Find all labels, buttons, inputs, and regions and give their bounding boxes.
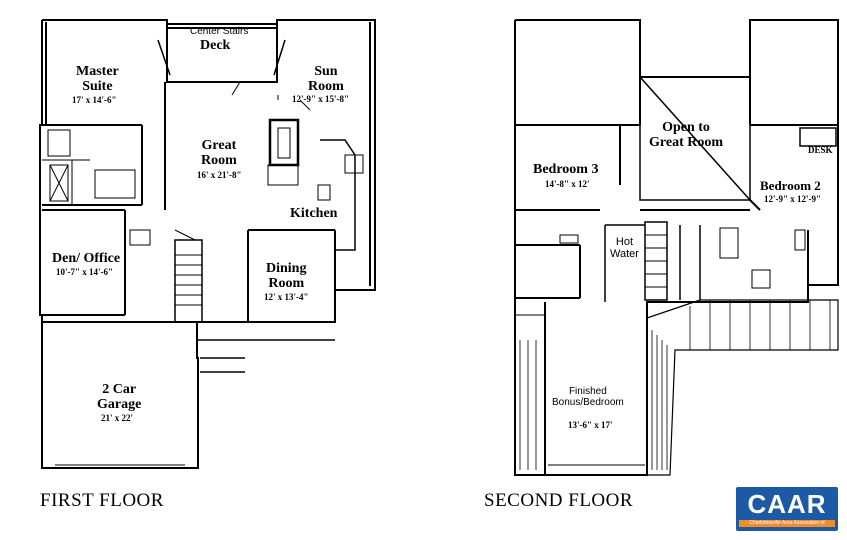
hot-water-label: Hot Water [610, 236, 639, 260]
first-floor-title: FIRST FLOOR [40, 490, 164, 511]
first-floor-plan [39, 19, 376, 469]
bedroom-3-label: Bedroom 3 [533, 162, 599, 177]
bedroom-2-dimensions: 12'-9" x 12'-9" [764, 194, 821, 204]
den-office-label: Den/ Office [52, 251, 121, 266]
deck-label: Deck [200, 38, 231, 53]
deck-note-label: Center Stairs [190, 26, 249, 37]
garage-label: 2 Car Garage [97, 382, 142, 412]
bonus-room-label: Finished Bonus/Bedroom [552, 386, 624, 408]
second-floor-title: SECOND FLOOR [484, 490, 634, 511]
master-suite-dimensions: 17' x 14'-6" [72, 95, 117, 105]
bedroom-2-label: Bedroom 2 [760, 178, 821, 193]
open-to-below [639, 76, 751, 201]
second-floor-plan [514, 19, 839, 476]
caar-logo-text: CAAR [747, 489, 827, 519]
sun-room-dimensions: 12'-9" x 15'-8" [292, 94, 349, 104]
garage-dimensions: 21' x 22' [101, 413, 134, 423]
roof-outline [646, 299, 839, 476]
great-room-dimensions: 16' x 21'-8" [197, 170, 242, 180]
dining-room-label: Dining Room [266, 261, 307, 291]
dining-room-dimensions: 12' x 13'-4" [264, 292, 309, 302]
desk-label: DESK [808, 145, 833, 155]
den-office-dimensions: 10'-7" x 14'-6" [56, 267, 113, 277]
caar-logo: CAAR Charlottesville Area Association of… [736, 487, 838, 531]
caar-logo-tagline: Charlottesville Area Association of REAL… [739, 520, 835, 527]
first-floor-stairs [174, 239, 203, 323]
open-to-great-room-label: Open to Great Room [649, 120, 723, 150]
kitchen-label: Kitchen [290, 206, 338, 221]
sun-room-label: Sun Room [308, 64, 344, 94]
bonus-room-dimensions: 13'-6" x 17' [568, 420, 613, 430]
master-suite-label: Master Suite [76, 64, 119, 94]
great-room-label: Great Room [201, 138, 237, 168]
bedroom-3-dimensions: 14'-8" x 12' [545, 179, 590, 189]
